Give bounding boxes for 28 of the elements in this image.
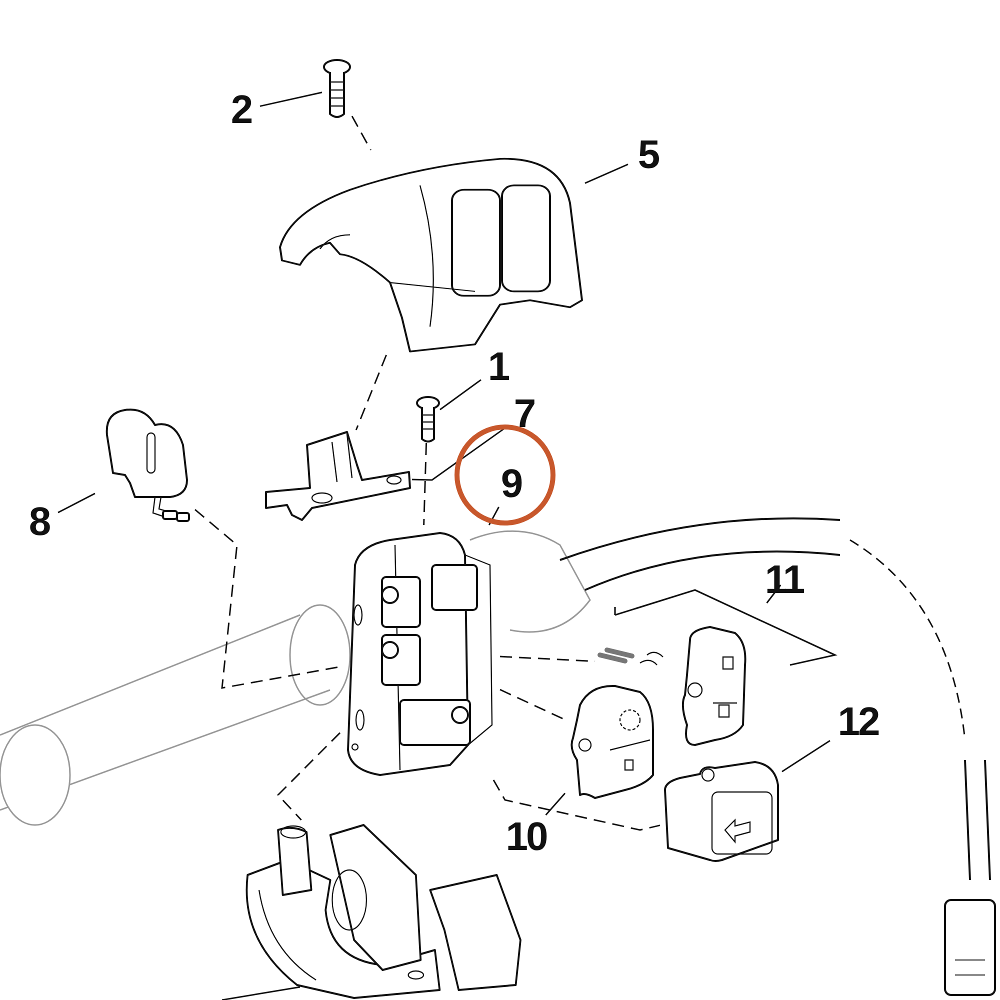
assembly-line xyxy=(500,688,566,720)
callout-number: 5 xyxy=(628,133,668,178)
leader-line xyxy=(584,164,628,184)
assembly-line xyxy=(351,116,372,150)
callout-number: 7 xyxy=(506,392,542,437)
callout-number: 11 xyxy=(756,558,812,603)
callout-number: 12 xyxy=(830,700,886,745)
callout-number: 2 xyxy=(222,88,260,133)
leader-line xyxy=(58,492,96,514)
leader-line xyxy=(488,506,500,526)
leader-line xyxy=(782,740,830,772)
assembly-line xyxy=(194,509,340,689)
leader-line xyxy=(545,792,566,816)
assembly-line xyxy=(423,442,428,526)
screw-drawing xyxy=(414,395,440,443)
leader-line xyxy=(440,379,482,410)
assembly-line xyxy=(276,732,341,821)
callout-number: 1 xyxy=(481,345,515,390)
screw-drawing xyxy=(322,58,352,120)
callout-number: 10 xyxy=(497,815,555,860)
leader-line xyxy=(260,92,322,107)
callout-number: 9 xyxy=(492,462,530,507)
assembly-line xyxy=(355,354,387,430)
assembly-line xyxy=(492,780,660,831)
leader-line xyxy=(222,986,301,1000)
leader-line xyxy=(766,584,782,604)
leader-line xyxy=(412,426,506,481)
callout-number: 8 xyxy=(20,500,58,545)
